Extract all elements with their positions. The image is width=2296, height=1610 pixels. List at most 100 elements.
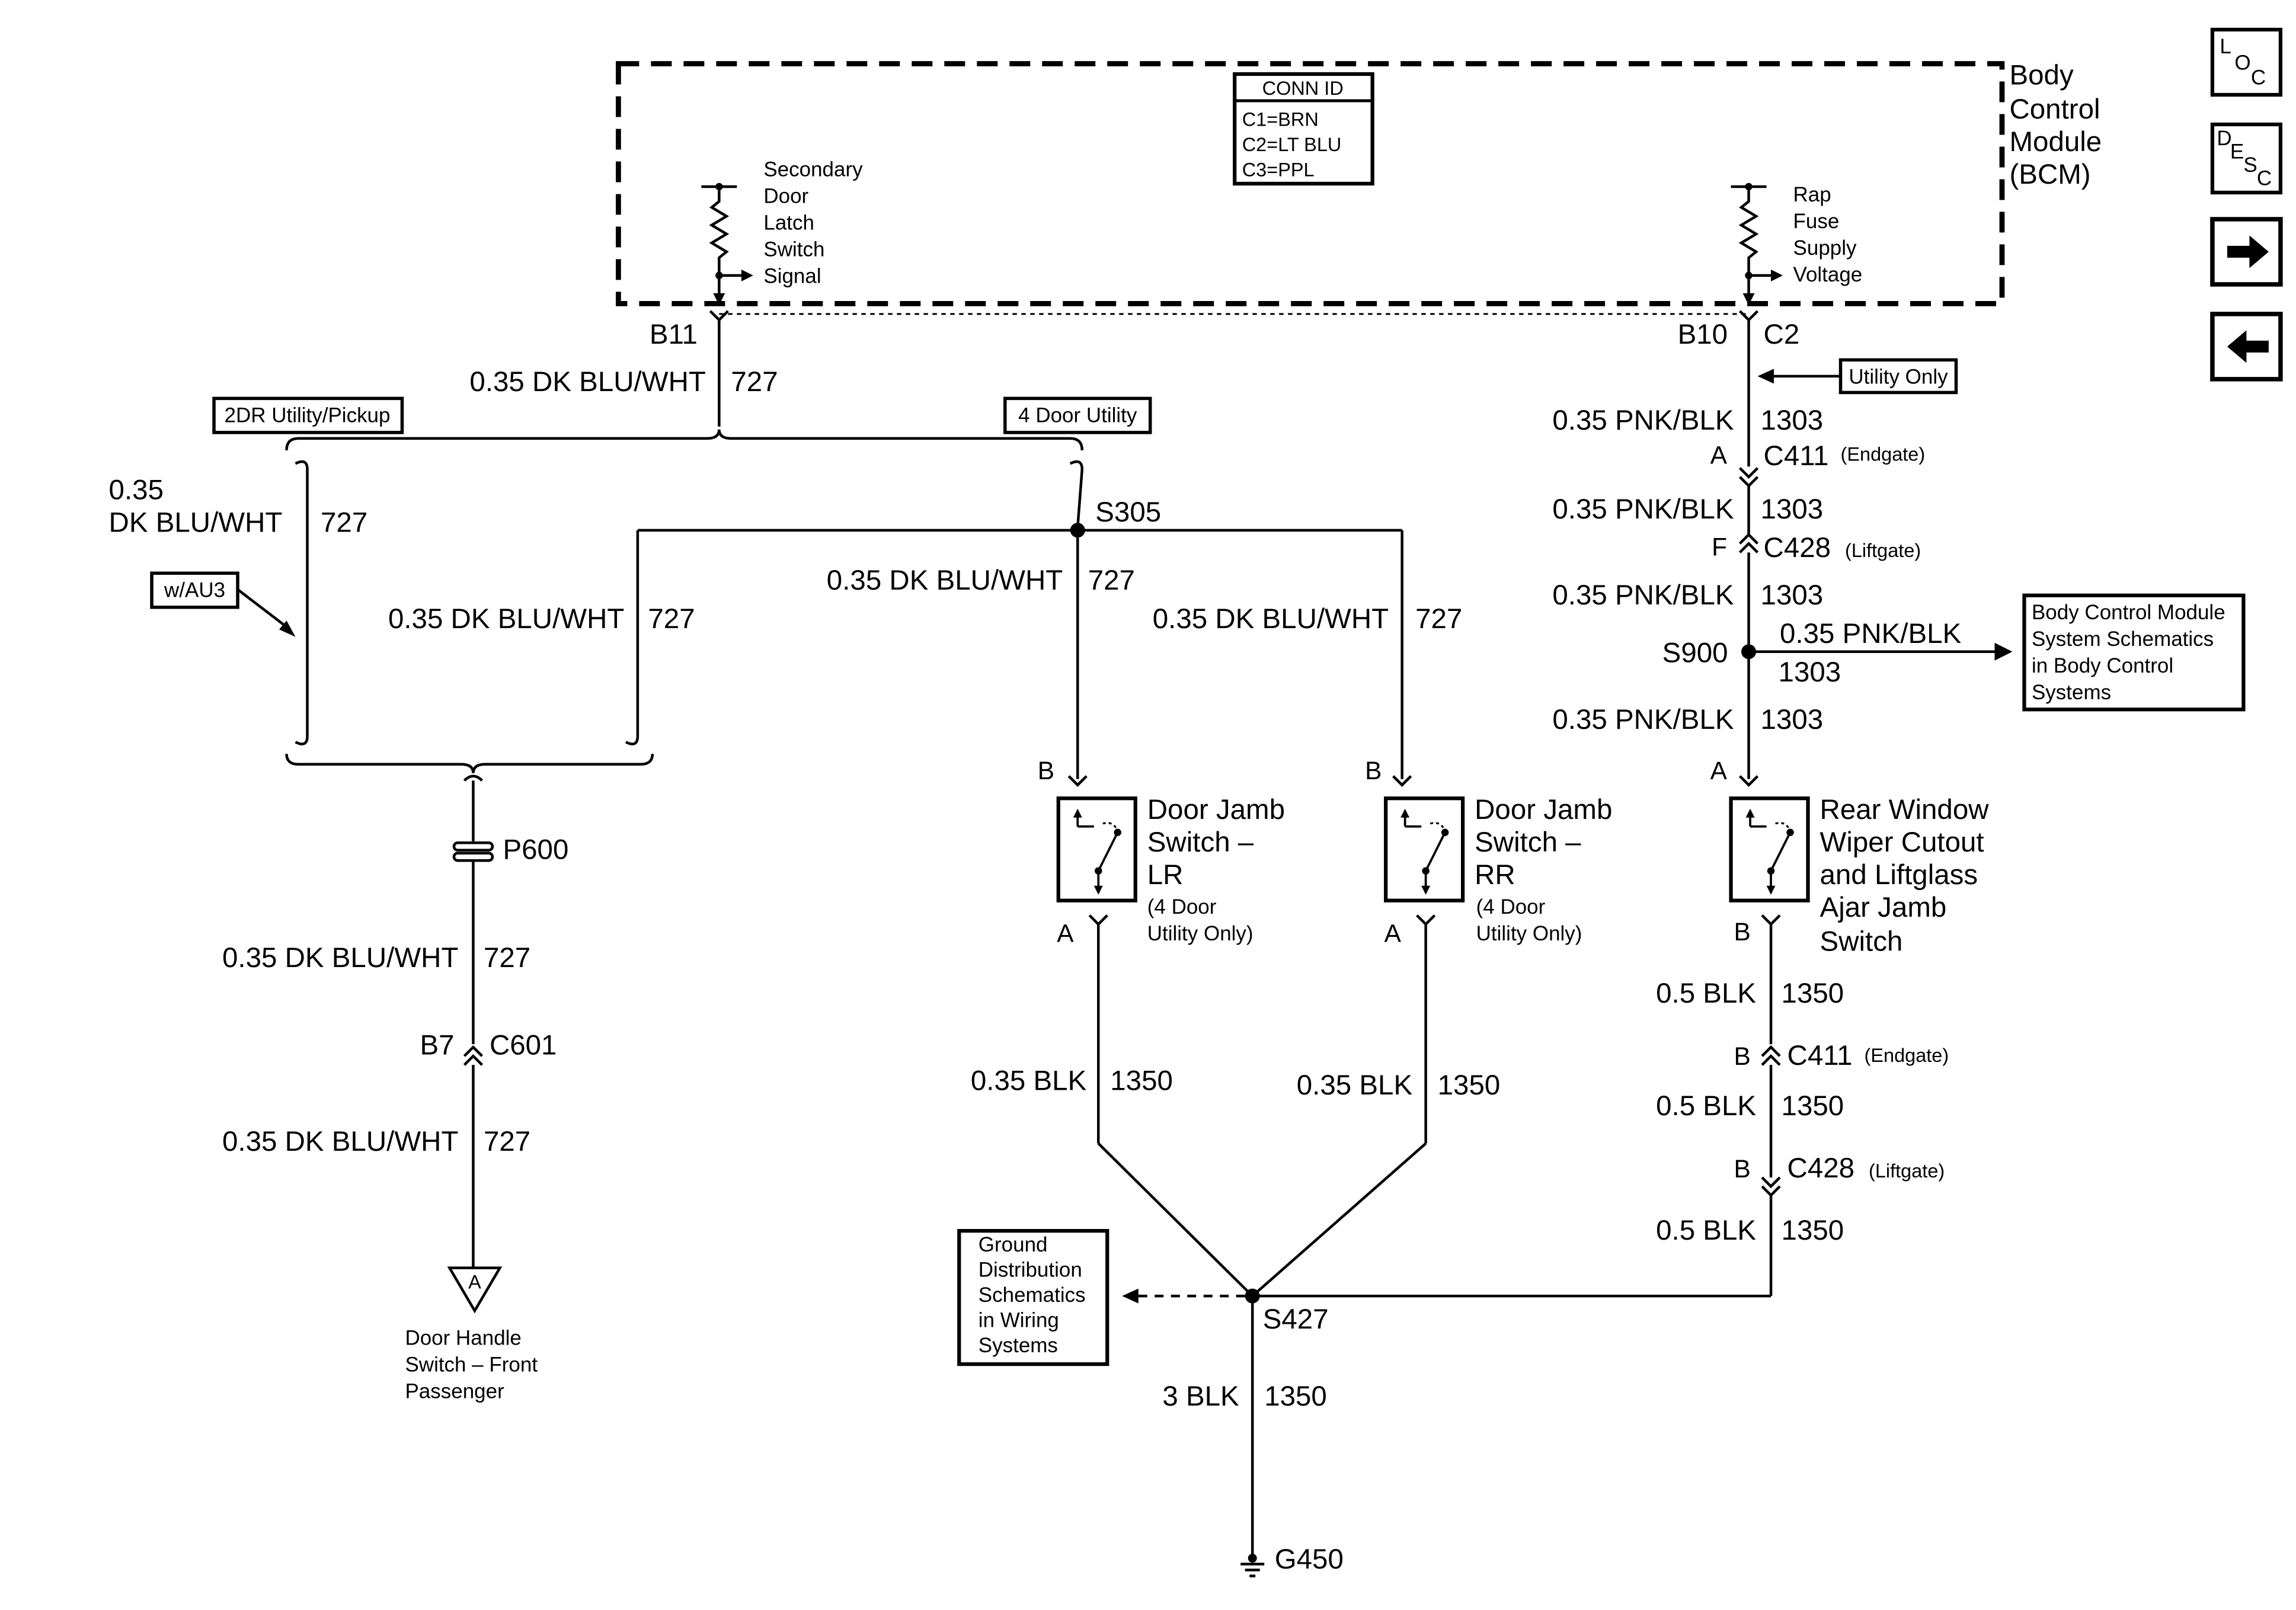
arrow-left-icon: [2227, 330, 2269, 363]
option-4door: 4 Door Utility: [1003, 396, 1152, 434]
left-signal-1: Secondary: [763, 158, 863, 181]
left-signal-3: Latch: [763, 211, 814, 234]
pin-b: B: [1734, 1043, 1751, 1071]
desc-button[interactable]: D E S C: [2210, 122, 2283, 195]
pin-b10: B10: [1678, 319, 1728, 350]
wire-circuit: 1303: [1779, 657, 1841, 688]
endgate-note: (Endgate): [1841, 443, 1926, 465]
left-signal-2: Door: [763, 184, 808, 207]
bcm-title-3: Module: [2009, 126, 2102, 158]
off-page-triangle: A: [447, 1266, 503, 1314]
triangle-label: A: [468, 1272, 481, 1293]
lr-line: Door Jamb: [1147, 794, 1285, 825]
connector-c411: C411: [1764, 440, 1829, 472]
splice-s305-label: S305: [1095, 497, 1161, 528]
pin-b7: B7: [420, 1030, 454, 1061]
loc-button[interactable]: L O C: [2210, 27, 2283, 97]
forward-button[interactable]: [2210, 217, 2283, 287]
wire-label: 3 BLK: [1162, 1381, 1239, 1412]
pin-b: B: [1365, 757, 1382, 785]
resistor-left: [701, 183, 753, 305]
wire-circuit: 727: [1415, 603, 1462, 635]
connector-c428: C428: [1764, 532, 1831, 564]
lr-line: Switch –: [1147, 827, 1254, 858]
wire-label: 0.35 DK BLU/WHT: [1153, 603, 1389, 635]
wire-circuit: 1303: [1761, 580, 1824, 611]
option-4door-label: 4 Door Utility: [1018, 404, 1137, 427]
connector-c601: C601: [490, 1030, 557, 1061]
wire-label: 0.35 PNK/BLK: [1780, 618, 1962, 649]
ref-ground-distribution[interactable]: Ground Distribution Schematics in Wiring…: [957, 1228, 1109, 1366]
desc-letter: C: [2257, 167, 2272, 190]
lr-line: LR: [1147, 859, 1184, 891]
liftgate-note: (Liftgate): [1869, 1160, 1945, 1182]
back-button[interactable]: [2210, 312, 2283, 382]
wire-label: 0.35 PNK/BLK: [1552, 405, 1734, 436]
option-wau3: w/AU3: [150, 571, 239, 609]
pin-a: A: [1057, 920, 1074, 948]
wire-label: 0.35 DK BLU/WHT: [388, 603, 624, 635]
wire-label: 0.35 DK BLU/WHT: [469, 366, 705, 398]
wire-circuit: 1350: [1110, 1065, 1173, 1097]
wire-circuit: 727: [731, 366, 778, 398]
conn-id-row: C3=PPL: [1242, 159, 1315, 180]
bcm-module: Body Control Module (BCM) CONN ID C1=BRN…: [616, 59, 2102, 315]
door-jamb-switch-rr: [1384, 796, 1465, 902]
pin-a: A: [1710, 441, 1728, 469]
wire-circuit: 1303: [1761, 494, 1824, 525]
bcm-title-1: Body: [2009, 59, 2073, 91]
liftgate-note: (Liftgate): [1845, 540, 1921, 561]
pin-b: B: [1734, 1156, 1751, 1183]
rear-line: Rear Window: [1820, 794, 1990, 825]
conn-id-table: CONN ID C1=BRN C2=LT BLU C3=PPL: [1233, 72, 1374, 186]
rear-line: Wiper Cutout: [1820, 827, 1984, 858]
wire-circuit: 1303: [1761, 704, 1824, 735]
ref-bcm-line: Systems: [2032, 681, 2111, 704]
loc-letter: L: [2220, 35, 2231, 58]
ground-icon: [1240, 1554, 1265, 1577]
right-signal-4: Voltage: [1793, 263, 1863, 286]
wire-label: 0.35 BLK: [1297, 1070, 1413, 1101]
rr-line: Door Jamb: [1475, 794, 1612, 825]
option-utility-only: Utility Only: [1838, 358, 1958, 395]
ground-g450: G450: [1275, 1544, 1344, 1575]
conn-id-header: CONN ID: [1262, 78, 1344, 99]
pin-a: A: [1710, 757, 1728, 785]
wire-label: 0.5 BLK: [1656, 1215, 1756, 1246]
connector-c411: C411: [1787, 1040, 1853, 1071]
resistor-right: [1731, 183, 1783, 305]
conn-id-row: C1=BRN: [1242, 108, 1319, 130]
rear-line: Ajar Jamb: [1820, 892, 1947, 923]
wire-circuit: 727: [484, 942, 530, 974]
left-signal-5: Signal: [763, 264, 821, 287]
door-jamb-switch-lr: [1056, 796, 1137, 902]
lr-note: (4 Door: [1147, 895, 1217, 918]
wire-circuit: 727: [321, 507, 367, 538]
option-utility-only-label: Utility Only: [1849, 365, 1948, 388]
ref-bcm-schematics[interactable]: Body Control Module System Schematics in…: [2022, 593, 2246, 712]
wire-label: 0.35 DK BLU/WHT: [222, 942, 458, 974]
option-wau3-label: w/AU3: [164, 578, 225, 601]
lr-note: Utility Only): [1147, 922, 1253, 945]
pin-a: A: [1384, 920, 1402, 948]
option-2dr: 2DR Utility/Pickup: [212, 396, 404, 434]
rr-line: RR: [1475, 859, 1515, 891]
wire-label: 0.35 BLK: [971, 1065, 1087, 1097]
wire-label: 0.35 PNK/BLK: [1552, 580, 1734, 611]
right-signal-2: Fuse: [1793, 210, 1840, 233]
connector-p600: [452, 841, 494, 862]
ref-bcm-line: System Schematics: [2032, 628, 2214, 651]
left-signal-4: Switch: [763, 238, 824, 261]
endgate-note: (Endgate): [1865, 1045, 1949, 1066]
ref-ground-line: Distribution: [978, 1259, 1082, 1282]
wire-circuit: 727: [484, 1126, 530, 1157]
rear-line: and Liftglass: [1820, 859, 1978, 891]
bcm-title-2: Control: [2009, 94, 2100, 125]
wire-label: 0.35 DK BLU/WHT: [827, 565, 1063, 596]
connector-p600-label: P600: [503, 834, 568, 866]
splice-s305: [1070, 523, 1085, 538]
door-handle-2: Switch – Front: [405, 1353, 538, 1377]
ref-ground-line: in Wiring: [978, 1309, 1059, 1332]
connector-c428: C428: [1787, 1153, 1855, 1184]
wire-circuit: 1350: [1264, 1381, 1327, 1412]
